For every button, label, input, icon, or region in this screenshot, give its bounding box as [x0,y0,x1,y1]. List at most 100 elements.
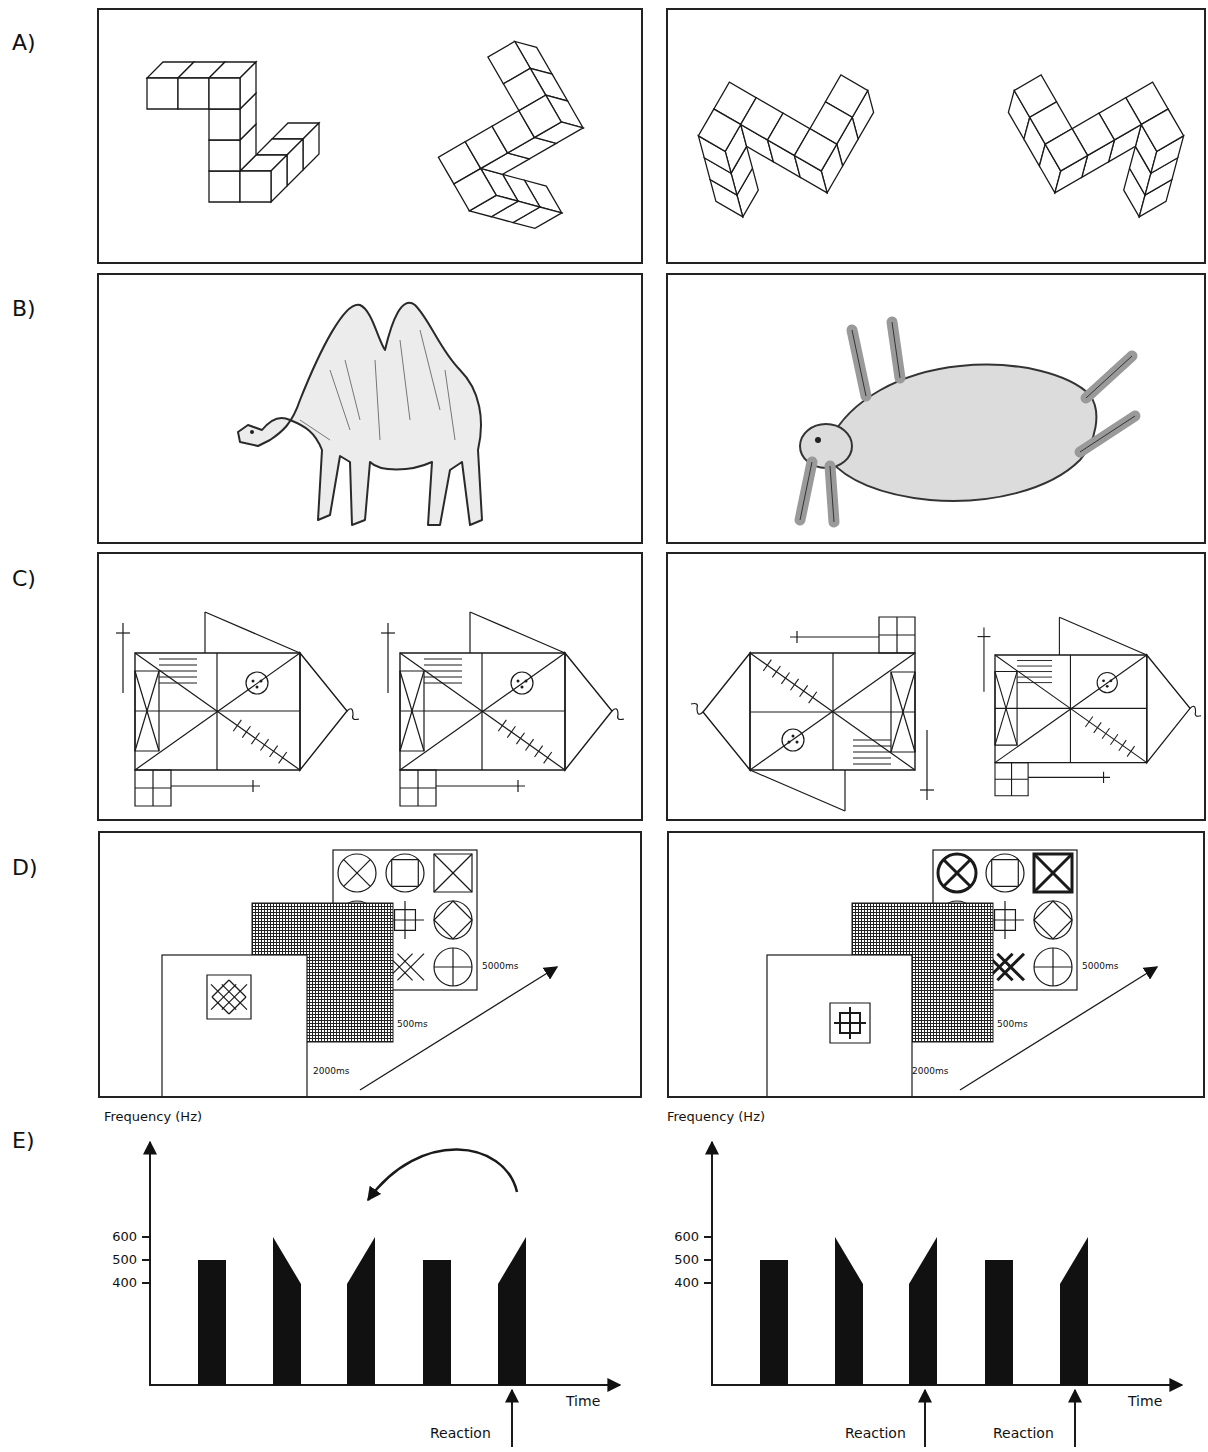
figure-dot [260,680,263,683]
stroke-line [853,746,891,747]
stroke-line [116,632,130,633]
stroke-line [212,980,229,997]
tone-plot [704,1142,1182,1447]
cube-face [1045,129,1087,171]
reaction-arrow [924,1390,926,1447]
stroke-line [1017,682,1052,683]
rabbit-limb-edge [892,322,900,378]
stroke-line [853,752,891,753]
figure-dot [517,680,520,683]
figure-dot [1102,679,1105,682]
stroke-line [995,672,1017,746]
stroke-line [944,860,971,887]
stroke-line [997,954,1024,981]
stroke-line [397,954,424,981]
nose-triangle [565,653,612,770]
stroke-line [853,758,891,759]
tone-bar [347,1237,375,1385]
rabbit-limb [1086,356,1132,398]
camel-hatching [345,360,360,420]
figure-dot [792,735,795,738]
side-rect [891,672,915,752]
axis-tick [704,1259,712,1261]
stroke-line [1059,617,1060,655]
panel-frame [98,553,642,820]
stroke-line [344,860,371,887]
stroke-line [997,954,1024,981]
stroke-line [1034,854,1072,892]
stroke-line [469,612,470,653]
axis-title: Time [566,1393,600,1409]
stroke-line [750,770,845,811]
stroke-line [1059,617,1146,655]
camel-hatching [375,360,380,440]
stroke-line [381,632,395,633]
cube-face [209,78,240,109]
stroke-line [750,653,915,770]
stroke-line [1017,677,1052,678]
cube-figure [1000,28,1207,247]
cube-face [209,109,240,140]
stroke-line [242,726,250,737]
rabbit-limb [892,322,900,378]
stroke-line [1110,734,1117,745]
reaction-arrow [511,1390,513,1447]
symbol-circle [1034,901,1072,939]
main-rect [400,653,565,770]
stroke-line [791,679,799,690]
stroke-line [400,671,424,751]
bottom-square [995,763,1028,796]
stroke-line [516,733,524,744]
duration-label: 5000ms [482,962,518,972]
cube-figure [407,33,614,252]
stroke-line [424,659,462,660]
tick-label: 400 [112,1276,137,1291]
stroke-line [434,854,472,892]
tick-label: 500 [112,1253,137,1268]
stroke-line [1004,901,1005,939]
stroke-line [470,612,565,653]
panel-a-art [147,28,1208,252]
camel-hatching [445,370,455,440]
stroke-line [796,631,797,643]
panel-letter: C) [12,566,36,591]
stroke-line [1103,772,1104,783]
rabbit-eye [815,437,821,443]
stimulus-frame [830,1003,870,1043]
stroke-line [400,787,436,788]
reaction-label: Reaction [430,1425,491,1441]
tone-plot [142,1142,620,1447]
stroke-line [498,720,506,731]
symbol-circle [434,948,472,986]
axis-tick [142,1236,150,1238]
panel-letter: A) [12,30,36,55]
symbol-square [434,854,472,892]
stroke-line [135,787,171,788]
stroke-line [995,779,1028,780]
stroke-line [507,726,515,737]
comparison-arrow [368,1149,517,1200]
stroke-line [400,671,424,751]
stroke-line [434,854,472,892]
stroke-line [424,671,462,672]
cube-face [178,78,209,109]
cube-face [240,171,271,202]
stroke-line [233,720,241,731]
stroke-line [1017,666,1052,667]
camel-hatching [330,370,350,430]
stimulus-card [162,955,307,1097]
nose-triangle [703,653,750,770]
stroke-line [159,665,197,666]
stroke-line [891,672,915,752]
stroke-line [849,1007,851,1039]
stroke-line [790,636,879,637]
rabbit-limb [852,330,866,396]
complex-figure [691,617,934,811]
figure-dot [252,680,255,683]
cube-face [287,139,303,186]
stroke-line [424,665,462,666]
stroke-line [424,677,462,678]
panel-frames [98,9,1205,820]
time-arrow [960,967,1157,1090]
stroke-line [159,683,197,684]
